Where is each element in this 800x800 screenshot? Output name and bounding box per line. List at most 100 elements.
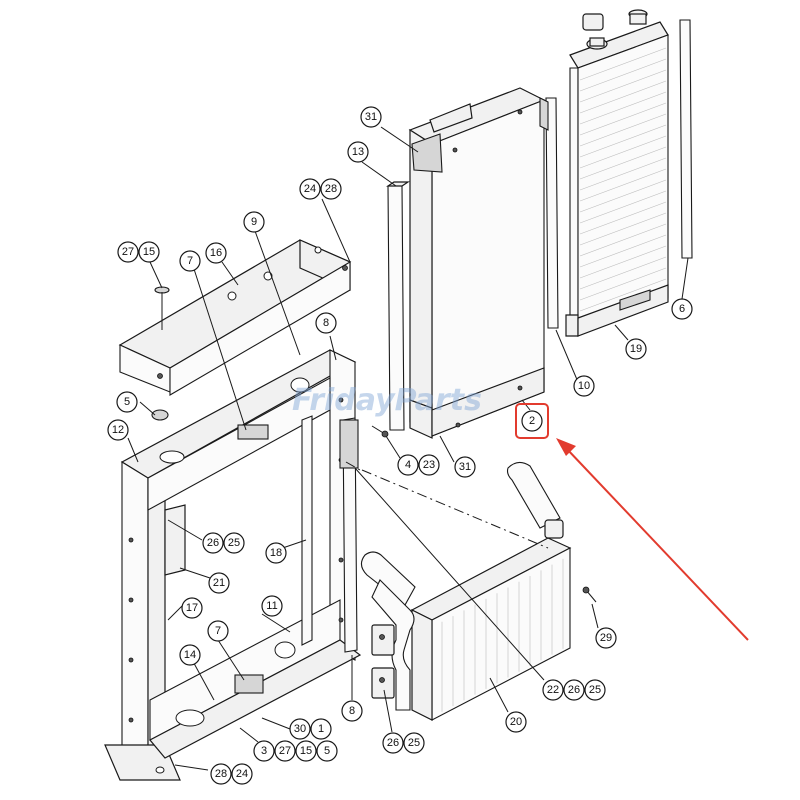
callout-28-top[interactable]: 28 — [320, 178, 342, 200]
callout-24-bottom[interactable]: 24 — [231, 763, 253, 785]
svg-text:16: 16 — [210, 247, 222, 259]
svg-text:6: 6 — [679, 303, 685, 315]
callout-7-top[interactable]: 7 — [179, 250, 201, 272]
svg-text:24: 24 — [236, 768, 248, 780]
svg-text:25: 25 — [589, 684, 601, 696]
svg-text:9: 9 — [251, 216, 257, 228]
top-bracket-16 — [118, 239, 352, 396]
svg-text:31: 31 — [459, 461, 471, 473]
pointer-arrow-head — [556, 438, 576, 456]
svg-text:13: 13 — [352, 146, 364, 158]
svg-text:26: 26 — [568, 684, 580, 696]
callout-17[interactable]: 17 — [181, 597, 203, 619]
callout-20[interactable]: 20 — [505, 711, 527, 733]
callout-26-right[interactable]: 26 — [563, 679, 585, 701]
callout-5-top[interactable]: 5 — [116, 391, 138, 413]
callout-10[interactable]: 10 — [573, 375, 595, 397]
callout-27-top[interactable]: 27 — [117, 241, 139, 263]
svg-text:20: 20 — [510, 716, 522, 728]
svg-text:5: 5 — [324, 745, 330, 757]
svg-text:8: 8 — [349, 705, 355, 717]
svg-text:3: 3 — [261, 745, 267, 757]
radiator-assembly — [565, 9, 669, 337]
callout-31-top[interactable]: 31 — [360, 106, 382, 128]
callout-29[interactable]: 29 — [595, 627, 617, 649]
callout-26-mid[interactable]: 26 — [202, 532, 224, 554]
callout-2[interactable]: 2 — [521, 410, 543, 432]
callout-31-bottom[interactable]: 31 — [454, 456, 476, 478]
svg-text:30: 30 — [294, 723, 306, 735]
svg-text:2: 2 — [529, 415, 535, 427]
svg-text:8: 8 — [323, 317, 329, 329]
leader-lines — [127, 126, 689, 771]
callout-21[interactable]: 21 — [208, 572, 230, 594]
callout-14[interactable]: 14 — [179, 644, 201, 666]
callout-8-top[interactable]: 8 — [315, 312, 337, 334]
callout-13[interactable]: 13 — [347, 141, 369, 163]
side-bar-18 — [301, 415, 313, 646]
svg-text:1: 1 — [318, 723, 324, 735]
svg-text:21: 21 — [213, 577, 225, 589]
svg-text:7: 7 — [187, 255, 193, 267]
highlight-box — [515, 403, 549, 439]
callout-25-mid[interactable]: 25 — [223, 532, 245, 554]
callout-22[interactable]: 22 — [542, 679, 564, 701]
callout-7-bottom[interactable]: 7 — [207, 620, 229, 642]
svg-text:26: 26 — [387, 737, 399, 749]
svg-text:15: 15 — [143, 246, 155, 258]
svg-text:28: 28 — [215, 768, 227, 780]
svg-text:25: 25 — [228, 537, 240, 549]
pointer-arrow-line — [565, 447, 749, 641]
side-bar-8 — [342, 417, 358, 653]
callout-3[interactable]: 3 — [253, 740, 275, 762]
svg-text:12: 12 — [112, 424, 124, 436]
callout-6[interactable]: 6 — [671, 298, 693, 320]
svg-text:5: 5 — [124, 396, 130, 408]
callout-24-top[interactable]: 24 — [299, 178, 321, 200]
svg-text:29: 29 — [600, 632, 612, 644]
svg-text:28: 28 — [325, 183, 337, 195]
callout-16[interactable]: 16 — [205, 242, 227, 264]
callout-15-top[interactable]: 15 — [138, 241, 160, 263]
callout-8-bottom[interactable]: 8 — [341, 700, 363, 722]
svg-text:17: 17 — [186, 602, 198, 614]
callout-23[interactable]: 23 — [418, 454, 440, 476]
callout-11[interactable]: 11 — [261, 595, 283, 617]
callout-27-bottom[interactable]: 27 — [274, 740, 296, 762]
svg-text:26: 26 — [207, 537, 219, 549]
callout-15-bottom[interactable]: 15 — [295, 740, 317, 762]
oil-cooler-assembly — [408, 87, 549, 439]
callout-4[interactable]: 4 — [397, 454, 419, 476]
seal-strip-6 — [679, 19, 693, 259]
callout-12[interactable]: 12 — [107, 419, 129, 441]
svg-text:23: 23 — [423, 459, 435, 471]
svg-text:11: 11 — [266, 600, 277, 612]
svg-text:19: 19 — [630, 343, 642, 355]
svg-text:25: 25 — [408, 737, 420, 749]
svg-text:10: 10 — [578, 380, 590, 392]
washer-5 — [151, 409, 169, 421]
watermark-text: FridayParts — [292, 383, 482, 418]
svg-text:24: 24 — [304, 183, 316, 195]
callout-18[interactable]: 18 — [265, 542, 287, 564]
svg-text:4: 4 — [405, 459, 411, 471]
callout-30[interactable]: 30 — [289, 718, 311, 740]
svg-text:7: 7 — [215, 625, 221, 637]
callout-25-right[interactable]: 25 — [584, 679, 606, 701]
svg-text:27: 27 — [279, 745, 291, 757]
svg-text:27: 27 — [122, 246, 134, 258]
callout-9[interactable]: 9 — [243, 211, 265, 233]
svg-text:14: 14 — [184, 649, 196, 661]
aftercooler-assembly — [360, 461, 597, 721]
callout-28-bottom[interactable]: 28 — [210, 763, 232, 785]
callout-25-bottom[interactable]: 25 — [403, 732, 425, 754]
callout-1[interactable]: 1 — [310, 718, 332, 740]
seal-strip-10 — [545, 97, 559, 329]
callout-26-bottom[interactable]: 26 — [382, 732, 404, 754]
svg-text:22: 22 — [547, 684, 559, 696]
callout-5-bottom[interactable]: 5 — [316, 740, 338, 762]
svg-text:15: 15 — [300, 745, 312, 757]
callout-19[interactable]: 19 — [625, 338, 647, 360]
